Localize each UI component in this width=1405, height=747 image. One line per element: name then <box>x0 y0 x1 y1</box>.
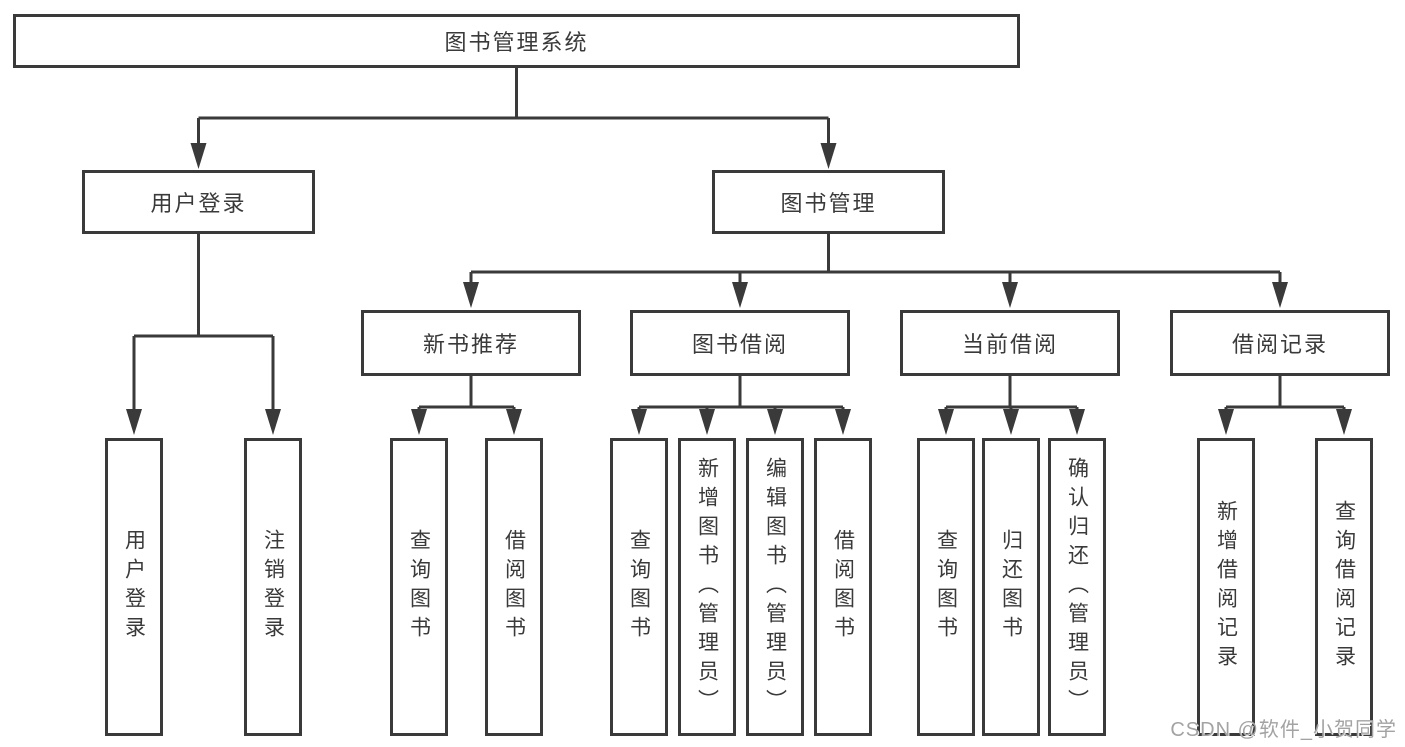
leaf-label: 查询借阅记录 <box>1332 500 1356 674</box>
leaf-label: 用户登录 <box>122 529 146 645</box>
node-label: 图书借阅 <box>691 332 788 357</box>
node-book-borrowing: 图书借阅 <box>630 310 850 376</box>
leaf-label: 编辑图书（管理员） <box>763 456 787 718</box>
leaf-label: 查询图书 <box>407 529 431 645</box>
node-borrow-records: 借阅记录 <box>1170 310 1390 376</box>
node-label: 用户登录 <box>150 191 247 216</box>
leaf-label: 注销登录 <box>261 529 285 645</box>
node-library-system: 图书管理系统 <box>13 14 1020 68</box>
leaf-user-login: 用户登录 <box>105 438 163 736</box>
leaf-query-books-3: 查询图书 <box>917 438 975 736</box>
leaf-query-books-1: 查询图书 <box>390 438 448 736</box>
node-label: 图书管理系统 <box>444 30 589 55</box>
node-label: 图书管理 <box>780 191 877 216</box>
leaf-return-books: 归还图书 <box>982 438 1040 736</box>
leaf-label: 查询图书 <box>934 529 958 645</box>
node-label: 借阅记录 <box>1231 332 1328 357</box>
leaf-label: 确认归还（管理员） <box>1065 456 1089 718</box>
node-label: 当前借阅 <box>961 332 1058 357</box>
leaf-label: 新增图书（管理员） <box>695 456 719 718</box>
node-book-management: 图书管理 <box>712 170 945 234</box>
node-new-book-recommend: 新书推荐 <box>361 310 581 376</box>
leaf-label: 借阅图书 <box>831 529 855 645</box>
arrowheads <box>126 143 1352 435</box>
csdn-watermark: CSDN @软件_小贺同学 <box>1170 719 1397 741</box>
leaf-borrow-books-1: 借阅图书 <box>485 438 543 736</box>
leaf-add-borrow-record: 新增借阅记录 <box>1197 438 1255 736</box>
leaf-label: 查询图书 <box>627 529 651 645</box>
node-current-borrowing: 当前借阅 <box>900 310 1120 376</box>
leaf-query-books-2: 查询图书 <box>610 438 668 736</box>
leaf-query-borrow-record: 查询借阅记录 <box>1315 438 1373 736</box>
node-user-login: 用户登录 <box>82 170 315 234</box>
node-label: 新书推荐 <box>422 332 519 357</box>
leaf-borrow-books-2: 借阅图书 <box>814 438 872 736</box>
leaf-confirm-return-admin: 确认归还（管理员） <box>1048 438 1106 736</box>
leaf-label: 新增借阅记录 <box>1214 500 1238 674</box>
leaf-add-books-admin: 新增图书（管理员） <box>678 438 736 736</box>
leaf-edit-books-admin: 编辑图书（管理员） <box>746 438 804 736</box>
leaf-label: 借阅图书 <box>502 529 526 645</box>
leaf-label: 归还图书 <box>999 529 1023 645</box>
leaf-logout: 注销登录 <box>244 438 302 736</box>
